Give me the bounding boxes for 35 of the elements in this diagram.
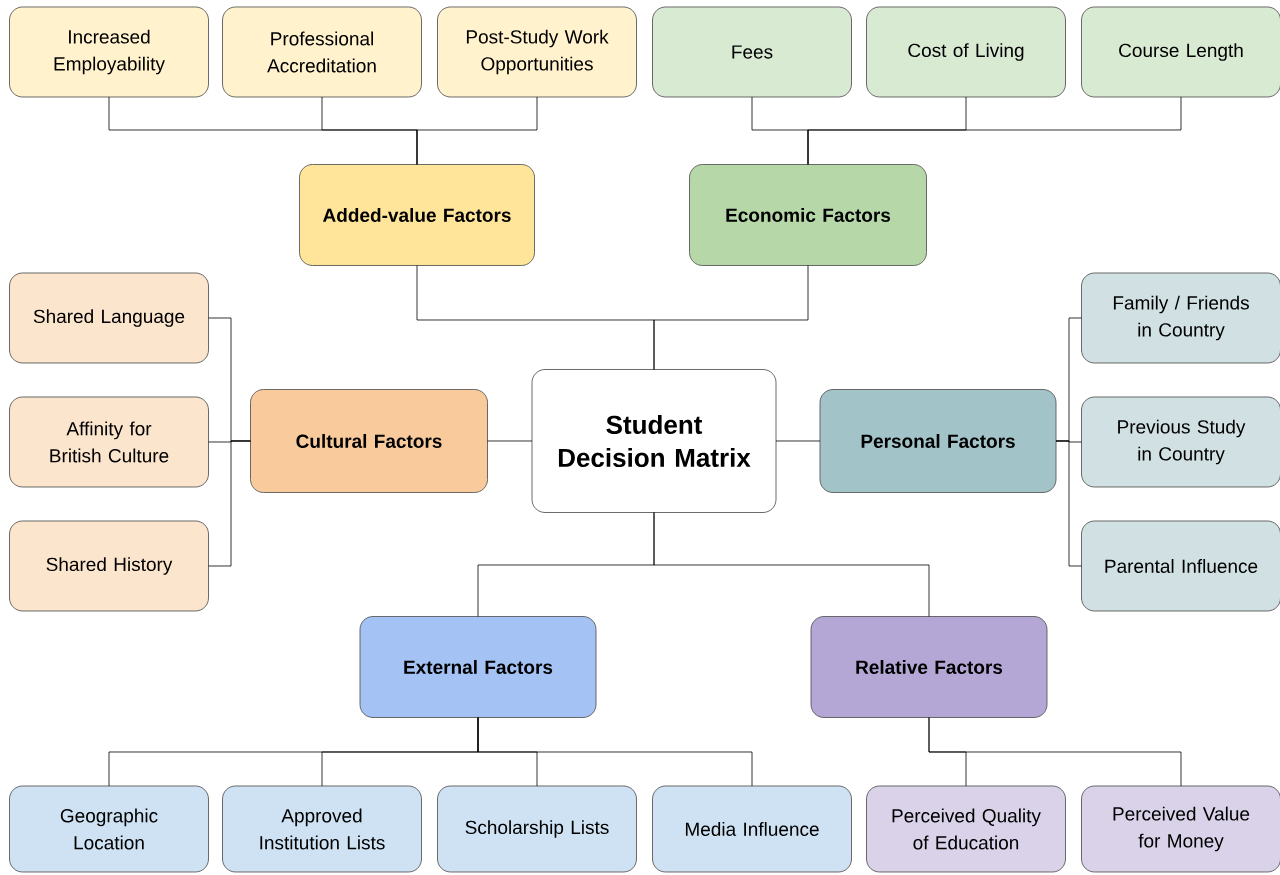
factor-box: Previous Study in Country <box>1081 396 1280 488</box>
factor-box: Perceived Quality of Education <box>866 785 1066 873</box>
center-box: Student Decision Matrix <box>531 369 777 513</box>
connector-line <box>775 440 821 442</box>
factor-box: Shared Language <box>9 272 209 364</box>
connector-line <box>653 512 930 617</box>
factor-box: Affinity for British Culture <box>9 396 209 488</box>
connector-line <box>487 440 533 442</box>
category-box: Personal Factors <box>819 389 1057 493</box>
factor-box: Shared History <box>9 520 209 612</box>
factor-box: Geographic Location <box>9 785 209 873</box>
factor-box: Cost of Living <box>866 6 1066 98</box>
category-box: Relative Factors <box>810 616 1048 718</box>
connector-line <box>477 717 753 787</box>
connector-line <box>928 717 1182 787</box>
connector-line <box>208 440 251 567</box>
factor-box: Fees <box>652 6 852 98</box>
category-box: External Factors <box>359 616 597 718</box>
factor-box: Course Length <box>1081 6 1280 98</box>
category-box: Economic Factors <box>689 164 927 266</box>
category-box: Cultural Factors <box>250 389 488 493</box>
connector-line <box>416 96 538 165</box>
factor-box: Parental Influence <box>1081 520 1280 612</box>
factor-box: Increased Employability <box>9 6 209 98</box>
factor-box: Family / Friends in Country <box>1081 272 1280 364</box>
factor-box: Scholarship Lists <box>437 785 637 873</box>
connector-line <box>807 96 1182 165</box>
factor-box: Perceived Value for Money <box>1081 785 1280 873</box>
connector-line <box>1055 440 1082 567</box>
factor-box: Post-Study Work Opportunities <box>437 6 637 98</box>
connector-line <box>653 265 809 370</box>
factor-box: Approved Institution Lists <box>222 785 422 873</box>
factor-box: Media Influence <box>652 785 852 873</box>
category-box: Added-value Factors <box>299 164 535 266</box>
factor-box: Professional Accreditation <box>222 6 422 98</box>
